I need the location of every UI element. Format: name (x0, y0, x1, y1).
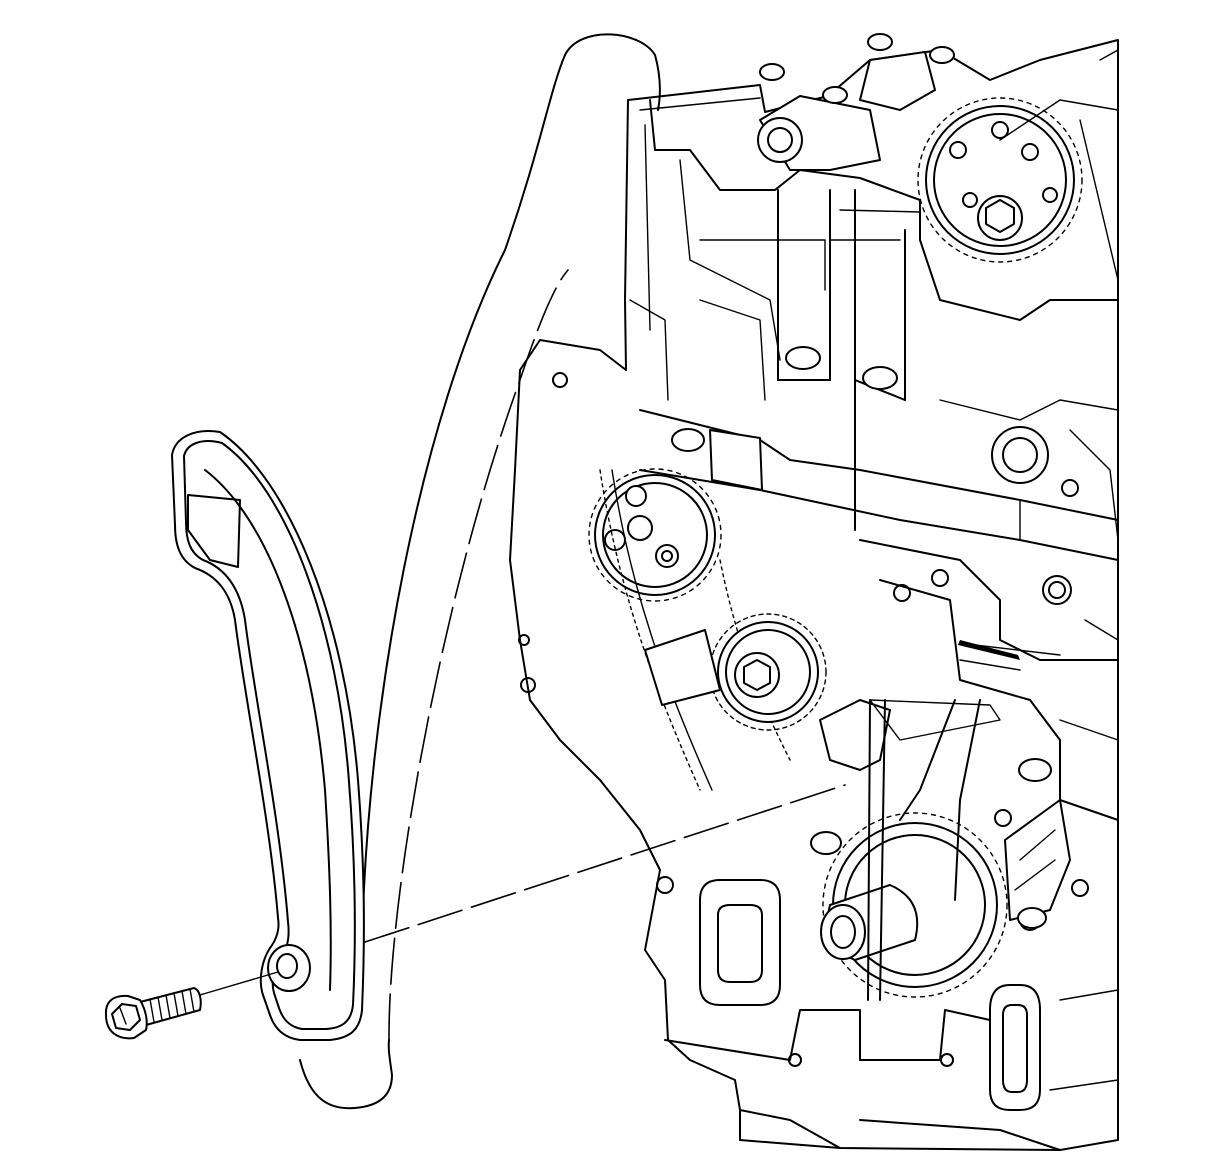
engine-front-timing-assembly (509, 33, 1119, 1151)
idler-sprocket (709, 613, 827, 731)
timing-chain-guide (171, 430, 365, 1041)
removal-callout-outline (361, 33, 661, 941)
guide-bolt (104, 971, 279, 1040)
camshaft-sprocket (917, 97, 1083, 263)
balance-shaft-sprocket (588, 468, 722, 602)
